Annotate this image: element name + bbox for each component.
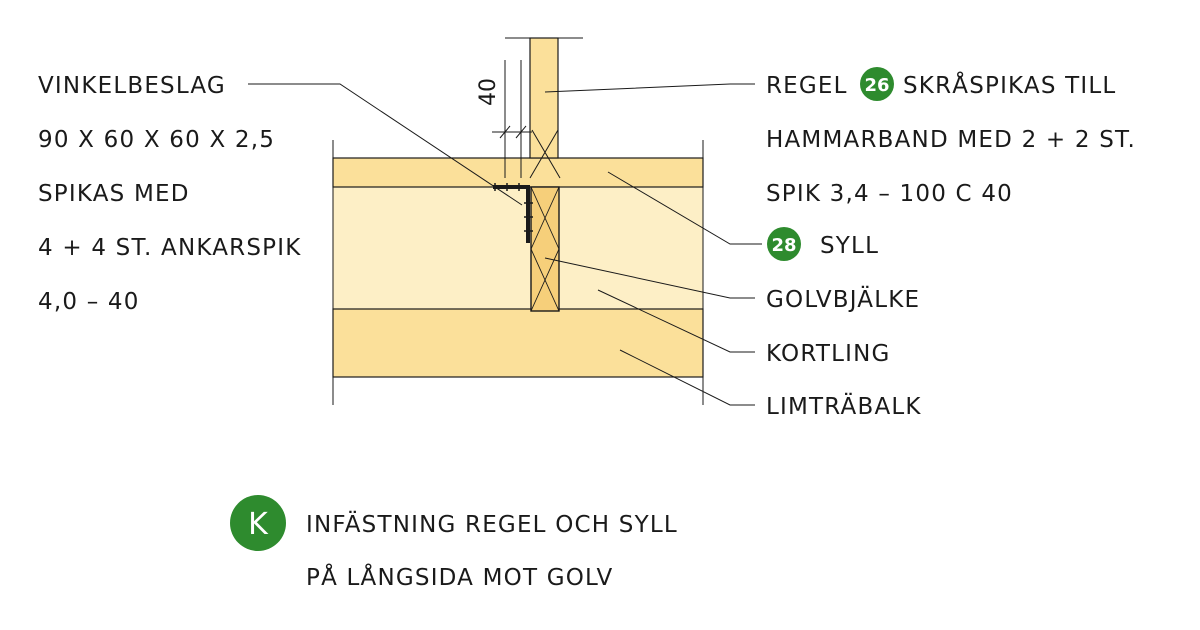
label-limtrabalk: LIMTRÄBALK bbox=[766, 392, 922, 420]
syll-block bbox=[332, 157, 704, 188]
regel-nail-1 bbox=[531, 129, 561, 179]
right-note-line-1b: SKRÅSPIKAS TILL bbox=[903, 71, 1116, 99]
leader-golvbjalke bbox=[544, 257, 755, 299]
leader-regel bbox=[544, 83, 755, 93]
regel-block bbox=[529, 37, 559, 159]
dim-tick-1 bbox=[499, 125, 511, 139]
golvbjalke-block bbox=[530, 186, 560, 312]
dim-tick-2 bbox=[515, 125, 527, 139]
dimension-value: 40 bbox=[476, 78, 501, 106]
caption-line-1: INFÄSTNING REGEL OCH SYLL bbox=[306, 510, 678, 538]
vinkelbeslag-bracket bbox=[493, 185, 530, 243]
joist-cross-2 bbox=[530, 186, 560, 250]
regel-nail-2 bbox=[529, 129, 559, 179]
left-note-line-4: 4 + 4 ST. ANKARSPIK bbox=[38, 235, 301, 261]
caption-line-2: PÅ LÅNGSIDA MOT GOLV bbox=[306, 563, 613, 591]
right-note-line-3: SPIK 3,4 – 100 C 40 bbox=[766, 181, 1013, 207]
badge-26-text: 26 bbox=[864, 75, 889, 96]
caption-badge-k-text: K bbox=[248, 507, 269, 542]
left-note-line-3: SPIKAS MED bbox=[38, 181, 190, 207]
label-golvbjalke: GOLVBJÄLKE bbox=[766, 285, 920, 313]
badge-26 bbox=[860, 67, 894, 101]
badge-28-text: 28 bbox=[771, 235, 796, 256]
left-note-line-5: 4,0 – 40 bbox=[38, 289, 140, 315]
right-note-line-2: HAMMARBAND MED 2 + 2 ST. bbox=[766, 127, 1136, 153]
label-syll: SYLL bbox=[820, 233, 879, 259]
label-kortling: KORTLING bbox=[766, 341, 891, 367]
leader-kortling bbox=[597, 289, 755, 353]
leader-syll bbox=[607, 171, 762, 245]
leader-limtrabalk bbox=[619, 349, 755, 406]
left-note-line-2: 90 X 60 X 60 X 2,5 bbox=[38, 127, 275, 153]
limtrabalk-block bbox=[332, 308, 704, 378]
right-note-line-1a: REGEL bbox=[766, 73, 848, 99]
left-note-line-1: VINKELBESLAG bbox=[38, 73, 226, 99]
badge-28 bbox=[767, 227, 801, 261]
caption-badge-k bbox=[230, 495, 286, 551]
leader-vinkelbeslag bbox=[248, 83, 523, 206]
joist-cross-4 bbox=[530, 248, 560, 312]
kortling-block bbox=[333, 187, 703, 309]
